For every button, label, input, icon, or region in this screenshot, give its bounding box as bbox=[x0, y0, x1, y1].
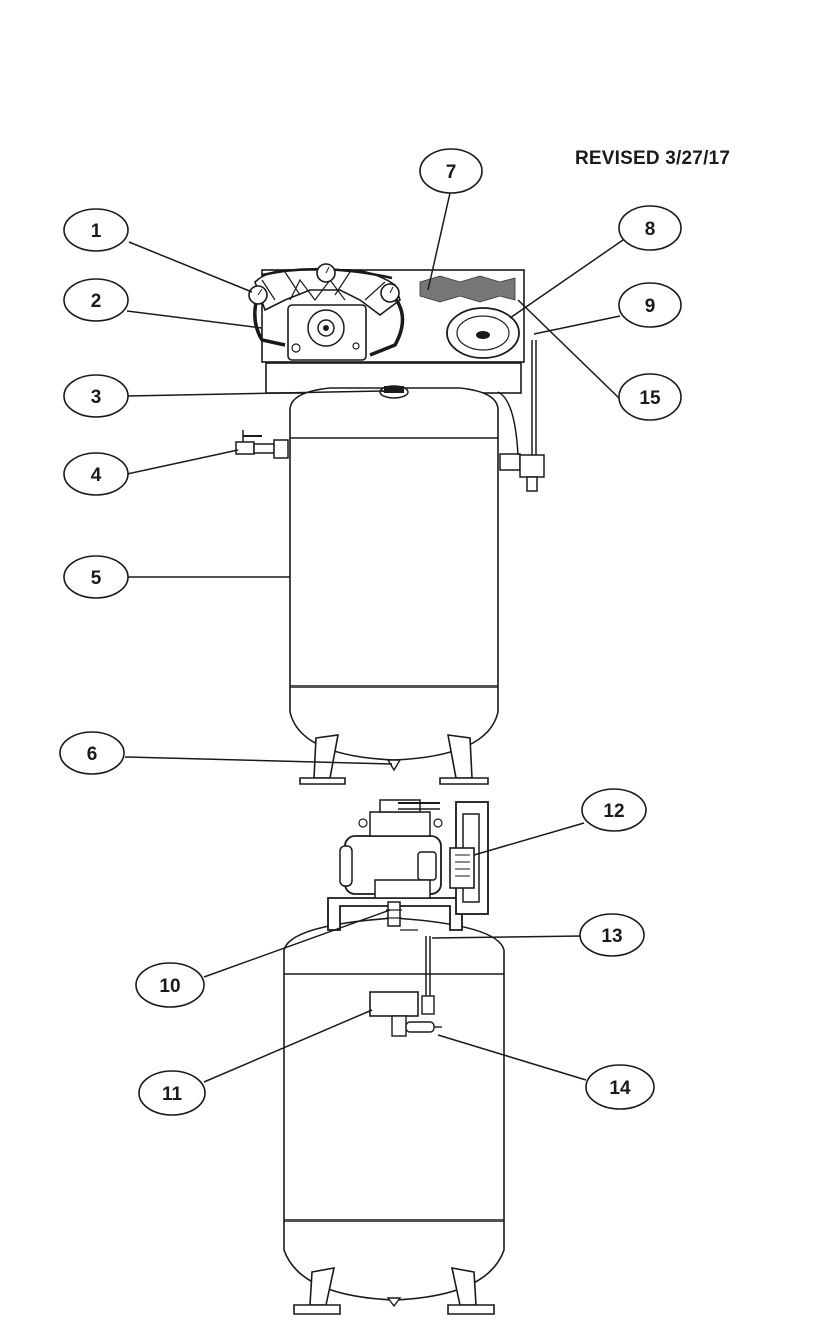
tank-drain bbox=[386, 759, 402, 772]
callout-4: 4 bbox=[63, 452, 129, 496]
callout-7: 7 bbox=[419, 148, 483, 194]
callout-2: 2 bbox=[63, 278, 129, 322]
callout-10: 10 bbox=[135, 962, 205, 1008]
compressor-front-view bbox=[235, 263, 545, 785]
callout-6-label: 6 bbox=[87, 744, 98, 765]
callout-15-label: 15 bbox=[639, 388, 661, 409]
flywheel-guard bbox=[449, 801, 489, 915]
unloader-tube bbox=[400, 929, 435, 1015]
safety-valve bbox=[391, 1015, 442, 1037]
pressure-switch bbox=[369, 991, 419, 1017]
tank-body-side bbox=[283, 917, 505, 1223]
callout-7-label: 7 bbox=[446, 162, 457, 183]
callout-3: 3 bbox=[63, 374, 129, 418]
callout-2-label: 2 bbox=[91, 291, 102, 312]
callout-8-label: 8 bbox=[645, 219, 656, 240]
callouts: 1 2 3 4 5 6 7 8 bbox=[59, 148, 682, 1116]
tank-feet bbox=[299, 734, 489, 785]
callout-13: 13 bbox=[579, 913, 645, 957]
tank-body bbox=[289, 387, 499, 689]
compressor-side-view bbox=[283, 799, 505, 1315]
check-valve-assembly bbox=[497, 340, 545, 492]
belt-guard-hatching bbox=[419, 275, 516, 303]
pulley bbox=[446, 307, 520, 359]
callout-9-label: 9 bbox=[645, 296, 656, 317]
callout-5-label: 5 bbox=[91, 568, 102, 589]
callout-14-label: 14 bbox=[609, 1078, 631, 1099]
revision-note: REVISED 3/27/17 bbox=[575, 148, 731, 169]
callout-10-label: 10 bbox=[159, 976, 180, 997]
callout-3-label: 3 bbox=[91, 387, 102, 408]
callout-5: 5 bbox=[63, 555, 129, 599]
callout-11: 11 bbox=[138, 1070, 206, 1116]
service-valve bbox=[386, 901, 402, 927]
tank-feet-side bbox=[293, 1266, 495, 1315]
callout-1: 1 bbox=[63, 208, 129, 252]
callout-13-label: 13 bbox=[601, 926, 622, 947]
filler-cap bbox=[379, 385, 409, 399]
ball-valve bbox=[235, 430, 289, 459]
leader-lines bbox=[124, 192, 624, 1083]
callout-11-label: 11 bbox=[162, 1084, 183, 1105]
callout-9: 9 bbox=[618, 282, 682, 328]
electric-motor bbox=[339, 799, 443, 899]
pressure-gauges bbox=[248, 263, 400, 305]
callout-8: 8 bbox=[618, 205, 682, 251]
callout-15: 15 bbox=[618, 373, 682, 421]
callout-4-label: 4 bbox=[91, 465, 102, 486]
callout-6: 6 bbox=[59, 731, 125, 775]
callout-1-label: 1 bbox=[91, 221, 102, 242]
callout-12-label: 12 bbox=[603, 801, 624, 822]
callout-14: 14 bbox=[585, 1064, 655, 1110]
callout-12: 12 bbox=[581, 788, 647, 832]
